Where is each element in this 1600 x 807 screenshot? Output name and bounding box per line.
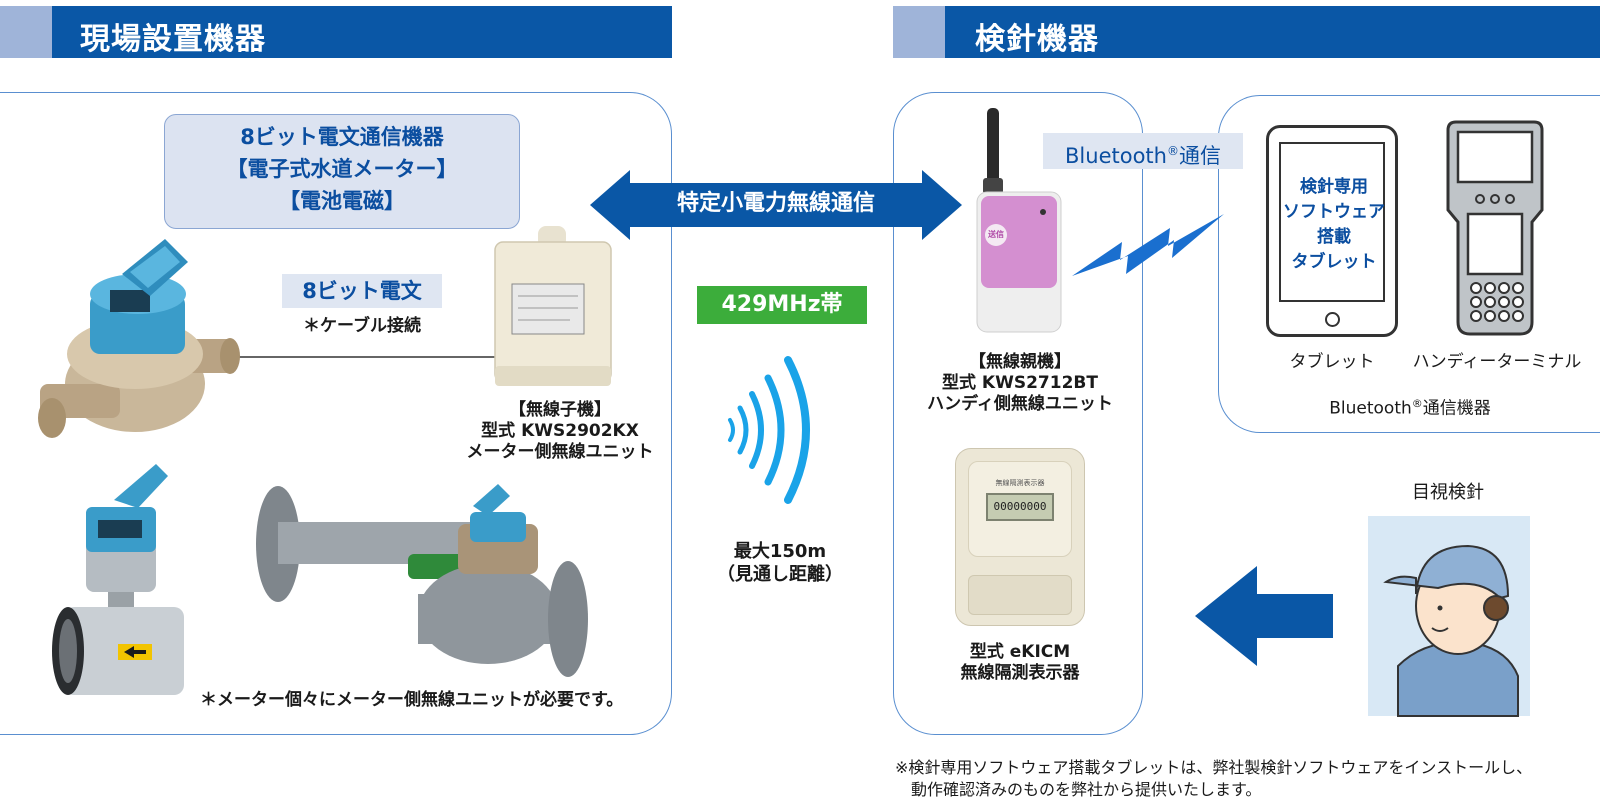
bluetooth-label: Bluetooth bbox=[1065, 144, 1167, 168]
header-stripe bbox=[893, 6, 945, 58]
slave-unit-caption: 【無線子機】 型式 KWS2902KX メーター側無線ユニット bbox=[460, 400, 660, 463]
cable-note: ＊ケーブル接続 bbox=[303, 316, 421, 336]
handy-terminal-illustration bbox=[1446, 120, 1544, 336]
bt-devices-name: Bluetooth bbox=[1329, 398, 1412, 419]
remote-display-illustration: 無線隔測表示器 00000000 bbox=[955, 448, 1085, 626]
master-unit-line: 型式 KWS2712BT bbox=[942, 373, 1098, 393]
remote-display-base bbox=[968, 575, 1072, 615]
slave-unit-line: メーター側無線ユニット bbox=[466, 442, 654, 462]
visual-inspection-arrow bbox=[1195, 566, 1333, 666]
slave-unit-line: 【無線子機】 bbox=[509, 400, 611, 420]
device-type-line: 【電池電磁】 bbox=[279, 189, 405, 213]
registered-mark: ® bbox=[1411, 397, 1423, 410]
tablet-screen-text: 検針専用 ソフトウェア 搭載 タブレット bbox=[1278, 175, 1390, 275]
electromagnetic-meter-illustration bbox=[52, 464, 184, 695]
visual-inspection-label: 目視検針 bbox=[1412, 482, 1484, 503]
device-type-line: 【電子式水道メーター】 bbox=[226, 157, 458, 181]
bt-devices-suffix: 通信機器 bbox=[1422, 398, 1491, 419]
tablet-screen-line: タブレット bbox=[1291, 252, 1377, 272]
left-section-title: 現場設置機器 bbox=[80, 22, 266, 57]
range-caption: 最大150m （見通し距離） bbox=[700, 540, 860, 586]
master-unit-line: 【無線親機】 bbox=[969, 352, 1071, 372]
wireless-slave-unit-illustration bbox=[494, 226, 612, 386]
radio-link-arrow bbox=[590, 170, 962, 240]
tablet-home-button bbox=[1325, 312, 1340, 327]
device-type-box: 8ビット電文通信機器 【電子式水道メーター】 【電池電磁】 bbox=[164, 114, 520, 229]
registered-mark: ® bbox=[1166, 144, 1179, 158]
header-stripe bbox=[0, 6, 52, 58]
tablet-illustration bbox=[1266, 125, 1398, 337]
display-unit-line: 型式 eKICM bbox=[969, 642, 1071, 662]
display-unit-caption: 型式 eKICM 無線隔測表示器 bbox=[920, 642, 1120, 684]
bulk-water-meter-illustration bbox=[256, 484, 588, 677]
master-unit-button: 送信 bbox=[985, 224, 1007, 246]
left-footnote: ＊メーター個々にメーター側無線ユニットが必要です。 bbox=[200, 690, 624, 710]
frequency-band-chip: 429MHz帯 bbox=[697, 286, 867, 324]
bottom-note: ※検針専用ソフトウェア搭載タブレットは、弊社製検針ソフトウェアをインストールし、… bbox=[895, 757, 1585, 801]
bottom-note-line: ※検針専用ソフトウェア搭載タブレットは、弊社製検針ソフトウェアをインストールし、 bbox=[895, 758, 1533, 777]
remote-display-reading: 00000000 bbox=[986, 493, 1054, 521]
bluetooth-signal-icon bbox=[1072, 214, 1224, 276]
cable-label-chip: 8ビット電文 bbox=[282, 274, 442, 308]
tablet-label: タブレット bbox=[1289, 352, 1375, 372]
tablet-screen-line: 搭載 bbox=[1317, 227, 1351, 247]
master-unit-line: ハンディ側無線ユニット bbox=[927, 394, 1113, 414]
inspector-illustration bbox=[1383, 544, 1519, 717]
right-section-header: 検針機器 bbox=[893, 6, 1600, 58]
tablet-screen bbox=[1279, 142, 1385, 302]
remote-display-panel-label: 無線隔測表示器 bbox=[995, 479, 1045, 487]
device-type-line: 8ビット電文通信機器 bbox=[240, 125, 444, 149]
right-section-title: 検針機器 bbox=[975, 22, 1099, 57]
bt-devices-label: Bluetooth®通信機器 bbox=[1290, 393, 1530, 420]
radio-link-label: 特定小電力無線通信 bbox=[676, 191, 875, 216]
display-unit-line: 無線隔測表示器 bbox=[960, 663, 1080, 683]
water-meter-illustration bbox=[38, 239, 240, 438]
range-line: 最大150m bbox=[733, 541, 827, 562]
handy-terminal-label: ハンディーターミナル bbox=[1412, 352, 1582, 372]
tablet-screen-line: 検針専用 bbox=[1300, 177, 1368, 197]
bluetooth-label-chip: Bluetooth®通信 bbox=[1043, 133, 1243, 169]
master-unit-caption: 【無線親機】 型式 KWS2712BT ハンディ側無線ユニット bbox=[920, 352, 1120, 415]
slave-unit-line: 型式 KWS2902KX bbox=[481, 421, 639, 441]
radio-waves-icon bbox=[728, 356, 810, 504]
bluetooth-suffix: 通信 bbox=[1178, 144, 1221, 168]
bottom-note-line: 動作確認済みのものを弊社から提供いたします。 bbox=[911, 780, 1262, 799]
tablet-screen-line: ソフトウェア bbox=[1283, 202, 1385, 222]
range-line: （見通し距離） bbox=[717, 564, 843, 585]
left-section-header: 現場設置機器 bbox=[0, 6, 672, 58]
